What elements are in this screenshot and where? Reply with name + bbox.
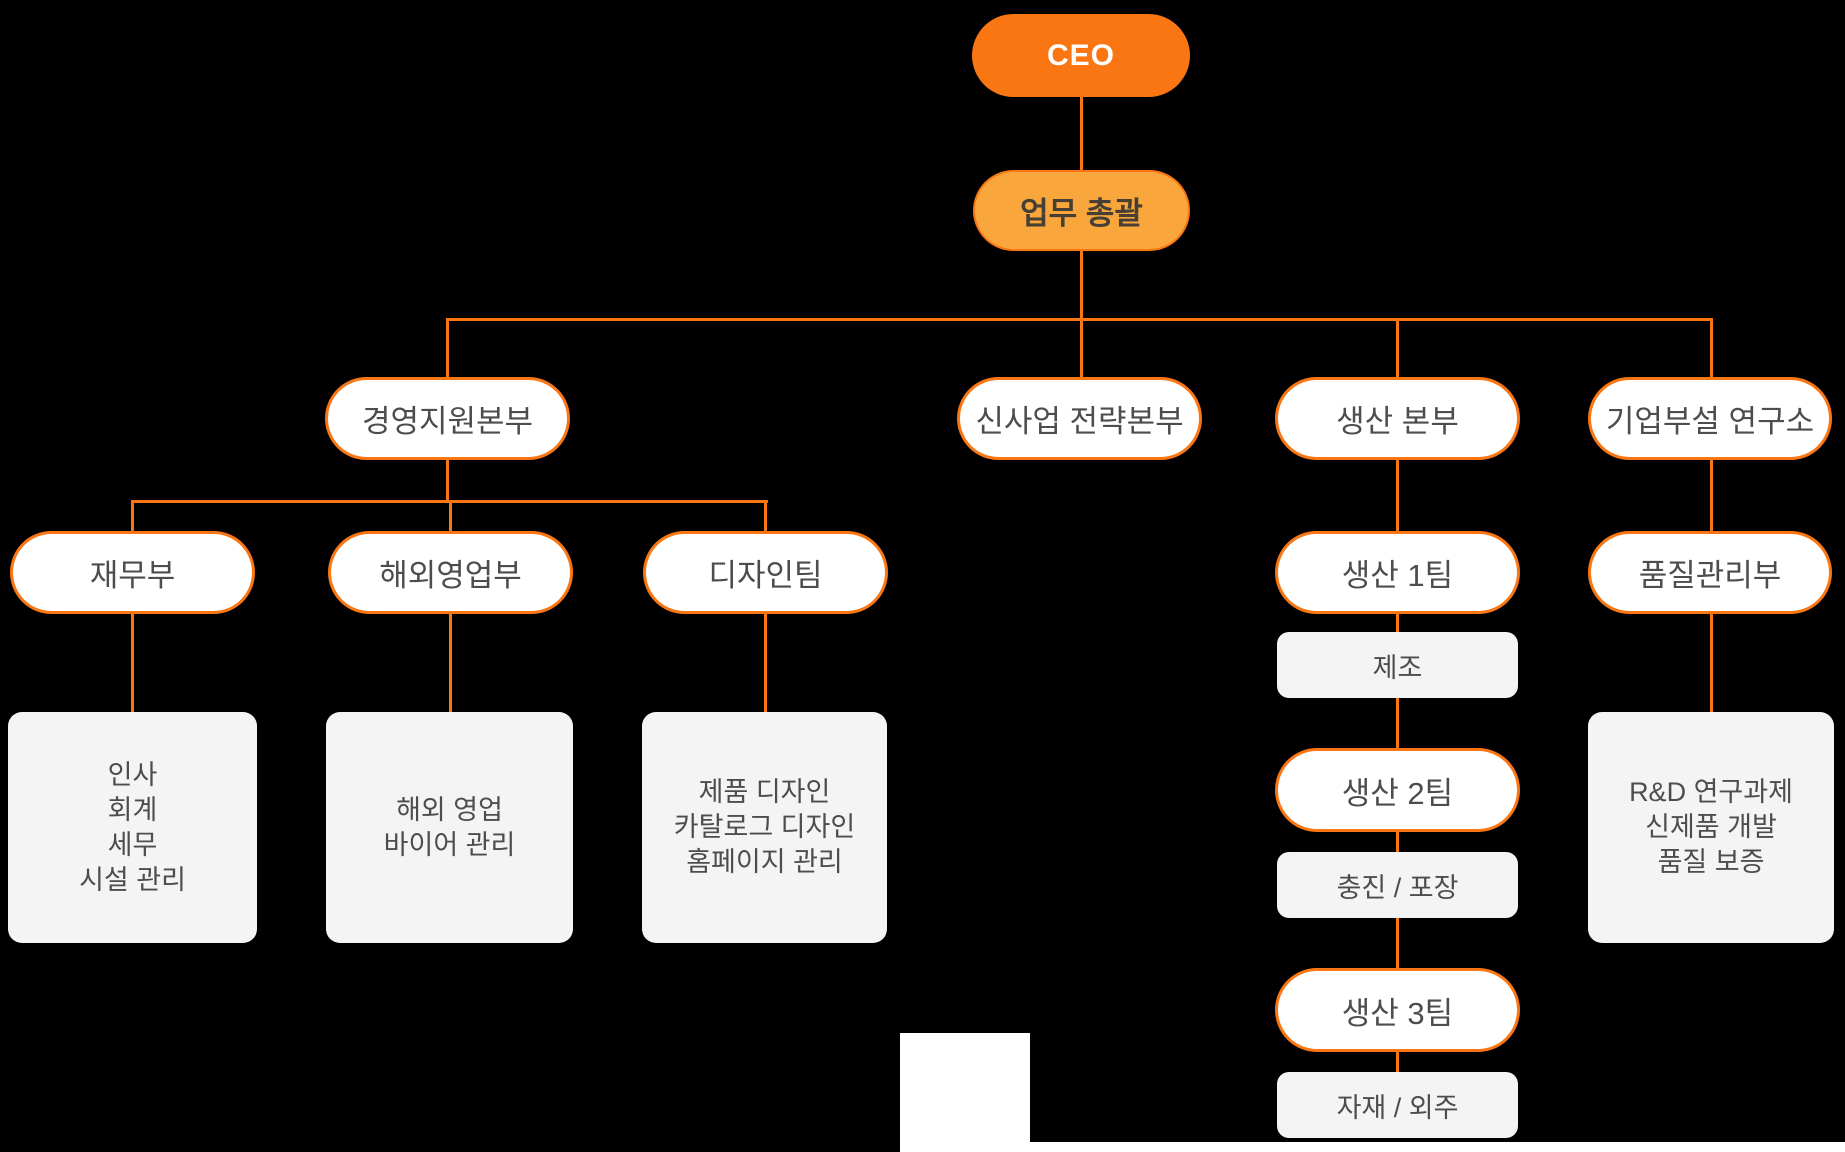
node-label: 생산 2팀 [1341, 775, 1454, 811]
connector-to-finance [131, 500, 134, 531]
node-ceo: CEO [972, 14, 1190, 97]
connector-to-design [764, 500, 767, 531]
connector-team2-packaging [1396, 832, 1399, 852]
node-label: 기업부설 연구소 [1605, 404, 1815, 439]
node-management-support-hq: 경영지원본부 [325, 377, 570, 460]
connector-team1-manufacturing [1396, 614, 1399, 632]
connector-design-duties [764, 614, 767, 712]
node-production-team-2: 생산 2팀 [1275, 748, 1520, 832]
node-quality-control-dept: 품질관리부 [1588, 531, 1832, 614]
box-filling-packaging: 충진 / 포장 [1277, 852, 1518, 918]
connector-research-quality [1710, 460, 1713, 531]
node-new-business-strategy-hq: 신사업 전략본부 [957, 377, 1202, 460]
box-label: 충진 / 포장 [1336, 872, 1459, 903]
node-label: 품질관리부 [1638, 558, 1782, 593]
node-label: 생산 3팀 [1341, 995, 1454, 1031]
node-research-institute: 기업부설 연구소 [1588, 377, 1832, 460]
node-label: 경영지원본부 [361, 404, 534, 439]
connector-rail-departments [446, 318, 1713, 321]
connector-to-management-support [446, 318, 449, 377]
node-label: 디자인팀 [708, 558, 823, 593]
node-label: 해외영업부 [379, 558, 522, 593]
node-label: 재무부 [89, 558, 176, 593]
node-finance-dept: 재무부 [10, 531, 255, 614]
background-patch [900, 1033, 1030, 1152]
node-label: 생산 본부 [1336, 404, 1459, 439]
connector-packaging-team3 [1396, 918, 1399, 968]
box-materials-outsourcing: 자재 / 외주 [1277, 1072, 1518, 1138]
node-general-management: 업무 총괄 [973, 170, 1190, 251]
connector-team3-materials [1396, 1052, 1399, 1072]
connector-ceo-general [1080, 97, 1083, 170]
node-label: 신사업 전략본부 [975, 404, 1184, 439]
connector-finance-duties [131, 614, 134, 712]
node-overseas-sales-dept: 해외영업부 [328, 531, 573, 614]
connector-general-rail [1080, 251, 1083, 318]
node-label: 업무 총괄 [1020, 196, 1143, 231]
connector-to-production [1396, 318, 1399, 377]
connector-management-rail [446, 460, 449, 500]
connector-quality-rnd [1710, 614, 1713, 712]
connector-production-team1 [1396, 460, 1399, 531]
connector-overseas-duties [449, 614, 452, 712]
connector-to-overseas [449, 500, 452, 531]
box-label: 자재 / 외주 [1336, 1092, 1459, 1123]
node-production-team-1: 생산 1팀 [1275, 531, 1520, 614]
box-label: 제조 [1372, 652, 1423, 683]
node-label: CEO [1046, 38, 1115, 72]
box-manufacturing: 제조 [1277, 632, 1518, 698]
connector-manufacturing-team2 [1396, 698, 1399, 748]
node-production-hq: 생산 본부 [1275, 377, 1520, 460]
connector-to-new-business [1080, 318, 1083, 377]
background-patch [900, 1142, 1845, 1152]
node-label: 생산 1팀 [1341, 558, 1454, 593]
node-design-team: 디자인팀 [643, 531, 888, 614]
node-production-team-3: 생산 3팀 [1275, 968, 1520, 1052]
connector-to-research [1710, 318, 1713, 377]
